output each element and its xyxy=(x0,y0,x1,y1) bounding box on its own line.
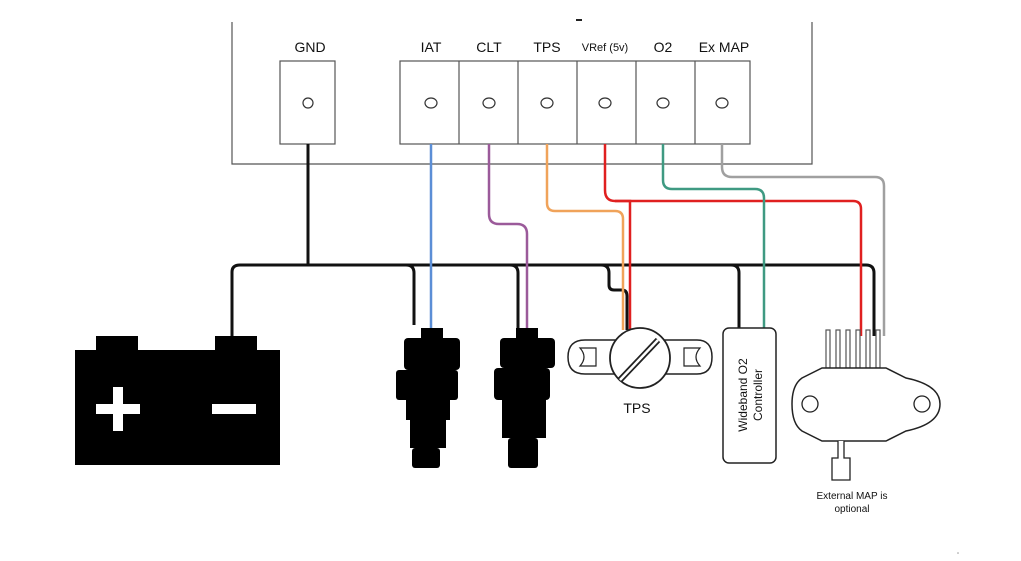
terminal-label-clt: CLT xyxy=(476,39,502,55)
map-note-line1: External MAP is xyxy=(817,491,888,502)
ground-bus xyxy=(230,144,876,342)
wire-clt xyxy=(487,144,529,328)
terminal-label-iat: IAT xyxy=(421,39,442,55)
terminal-block xyxy=(399,60,751,145)
map-sensor xyxy=(791,329,941,481)
wire-vref xyxy=(603,144,632,330)
terminal-label-exmap: Ex MAP xyxy=(699,39,750,55)
o2-controller-box xyxy=(722,327,777,464)
battery-minus xyxy=(212,404,256,414)
wire-vref-map-run xyxy=(615,199,863,336)
wire-exmap xyxy=(720,144,886,336)
battery xyxy=(75,336,280,465)
terminal-gnd-screw xyxy=(302,97,314,109)
o2-controller-label-line1: Wideband O2 xyxy=(736,358,750,432)
ecu-box-outline xyxy=(231,22,813,165)
o2-controller-label-line2: Controller xyxy=(751,369,765,421)
terminal-iat-screw xyxy=(424,97,438,109)
wire-o2 xyxy=(661,144,766,328)
terminal-label-tps: TPS xyxy=(533,39,560,55)
terminal-vref-screw xyxy=(598,97,612,109)
terminal-label-vref: VRef (5v) xyxy=(582,42,628,54)
battery-positive-post xyxy=(96,336,138,354)
battery-negative-post xyxy=(215,336,257,354)
terminal-clt-screw xyxy=(482,97,496,109)
wire-tps xyxy=(545,144,625,330)
map-note-line2: optional xyxy=(834,504,869,515)
terminal-exmap-screw xyxy=(715,97,729,109)
map-sensor-pins xyxy=(825,329,881,369)
terminal-tps-screw xyxy=(540,97,554,109)
tps-sensor xyxy=(567,327,713,389)
terminal-o2-screw xyxy=(656,97,670,109)
battery-plus-v xyxy=(113,387,123,431)
tps-caption: TPS xyxy=(623,400,650,416)
clt-sensor xyxy=(494,328,555,468)
stray-dot xyxy=(957,552,959,554)
terminal-label-o2: O2 xyxy=(654,39,673,55)
iat-sensor xyxy=(396,328,460,468)
terminal-gnd xyxy=(279,60,336,145)
terminal-label-gnd: GND xyxy=(294,39,325,55)
